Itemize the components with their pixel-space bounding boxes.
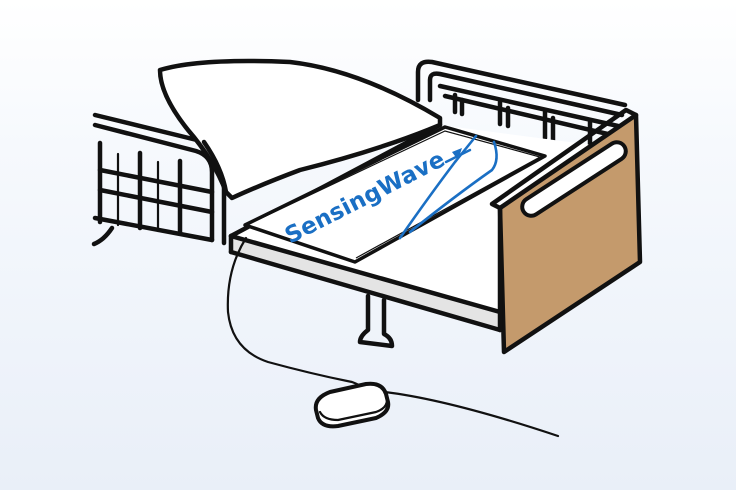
footboard [489,107,643,355]
footboard-handle-slot [520,140,628,218]
bed-leg [357,293,395,349]
right-side-rail [415,59,628,153]
sensor-wave-lines [398,134,498,240]
raised-head-section [157,58,443,201]
control-box [313,381,391,429]
